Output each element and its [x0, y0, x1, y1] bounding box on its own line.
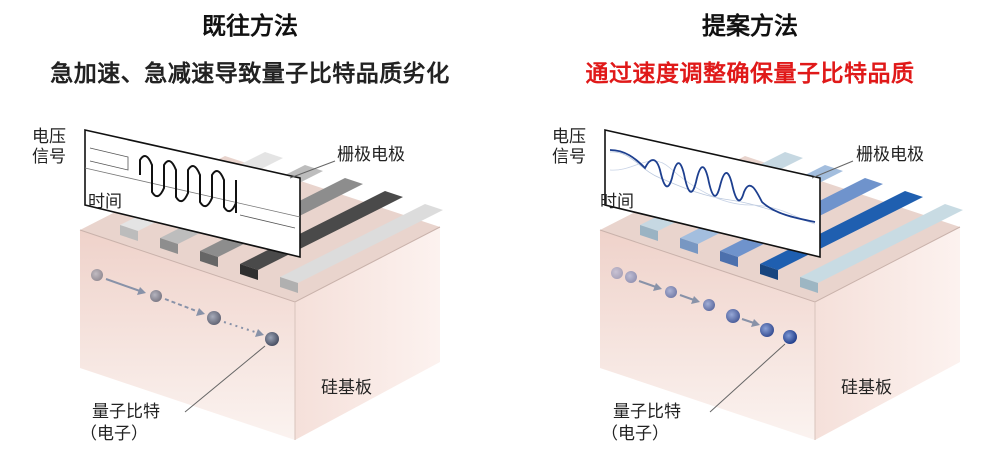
substrate-front-face	[600, 230, 815, 440]
qubit-label-line1: 量子比特	[92, 402, 160, 422]
smooth-waveform	[609, 149, 816, 223]
abrupt-waveform	[139, 155, 237, 213]
time-label: 时间	[88, 192, 122, 212]
left-diagram	[79, 129, 443, 440]
qubit-label-line2: （电子）	[80, 424, 148, 444]
qubit-label-line2: （电子）	[601, 424, 669, 444]
voltage-label-line2: 信号	[552, 147, 586, 167]
left-title: 既往方法	[202, 12, 298, 40]
substrate-label: 硅基板	[321, 378, 372, 398]
qubit-label-line1: 量子比特	[613, 402, 681, 422]
right-title: 提案方法	[702, 12, 798, 40]
substrate-side-face	[815, 227, 960, 440]
qubit-electron	[783, 330, 797, 344]
time-label: 时间	[600, 192, 634, 212]
left-subtitle: 急加速、急减速导致量子比特品质劣化	[50, 61, 450, 87]
substrate-label: 硅基板	[841, 378, 892, 398]
substrate-front-face	[80, 230, 295, 440]
voltage-label-line1: 电压	[32, 127, 66, 147]
voltage-label-line2: 信号	[32, 147, 66, 167]
gate-electrode-label: 栅极电极	[337, 145, 405, 165]
right-diagram	[599, 129, 963, 440]
voltage-signal-card	[84, 129, 301, 259]
right-subtitle: 通过速度调整确保量子比特品质	[585, 61, 915, 87]
voltage-label-line1: 电压	[552, 127, 586, 147]
right-panel: 提案方法 通过速度调整确保量子比特品质	[500, 0, 1000, 467]
electron-trajectory	[611, 267, 797, 344]
electron-trajectory	[91, 269, 279, 346]
left-panel: 既往方法 急加速、急减速导致量子比特品质劣化	[32, 12, 450, 444]
qubit-electron	[265, 332, 279, 346]
gate-electrode-label: 栅极电极	[856, 145, 924, 165]
substrate-side-face	[295, 227, 440, 440]
voltage-signal-card	[604, 129, 821, 259]
